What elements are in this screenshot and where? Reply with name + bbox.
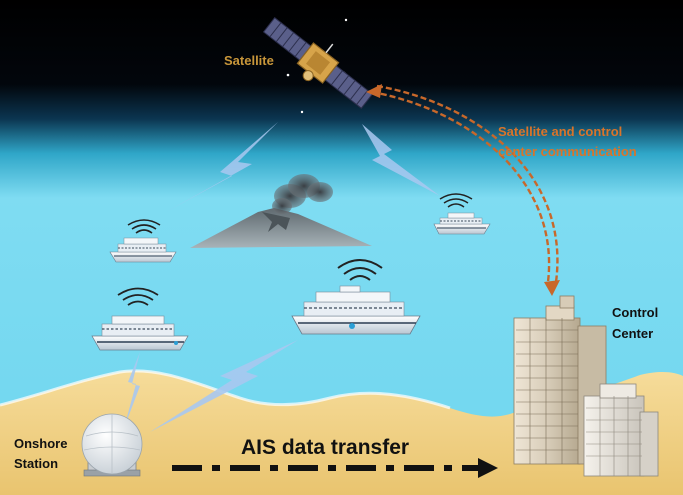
ais-transfer-arrow <box>172 458 498 478</box>
arrow-head-down <box>544 280 560 296</box>
signal-waves-icon <box>337 259 383 281</box>
shoreline-foam <box>0 369 451 410</box>
onshore-station-label-line1: Onshore <box>14 436 68 451</box>
ship-icon <box>109 237 177 263</box>
onshore-station-label-line2: Station <box>14 456 59 471</box>
control-center-label-line1: Control <box>612 305 659 320</box>
radar-dome-icon <box>81 413 143 477</box>
ais-transfer-label: AIS data transfer <box>241 436 410 459</box>
dashed-arrow-icon <box>371 90 551 283</box>
lightning-signal-icon <box>124 352 140 428</box>
control-center-label: Control Center <box>612 302 658 344</box>
signal-waves-icon <box>127 219 161 234</box>
satellite-comm-label-line2: center communication <box>498 144 637 159</box>
ship-icon <box>291 285 421 335</box>
signal-waves-icon <box>117 287 159 306</box>
satellite-label: Satellite <box>224 53 274 68</box>
ship-icon <box>433 212 491 235</box>
lightning-signal-icon <box>362 124 440 196</box>
satellite-icon <box>262 17 374 109</box>
dashed-arrow-line <box>376 84 559 283</box>
ship-icon <box>91 315 189 351</box>
satellite-comm-label: Satellite and control center communicati… <box>498 122 637 162</box>
building-windows <box>586 396 642 476</box>
volcano-icon <box>190 174 372 248</box>
satellite-comm-label-line1: Satellite and control <box>498 124 623 139</box>
lightning-signal-icon <box>150 340 298 432</box>
signal-waves-icon <box>439 193 473 208</box>
arrow-head-up <box>366 84 382 98</box>
onshore-station-label: Onshore Station <box>14 434 67 474</box>
building-windows <box>516 318 578 464</box>
control-center-label-line2: Center <box>612 326 654 341</box>
